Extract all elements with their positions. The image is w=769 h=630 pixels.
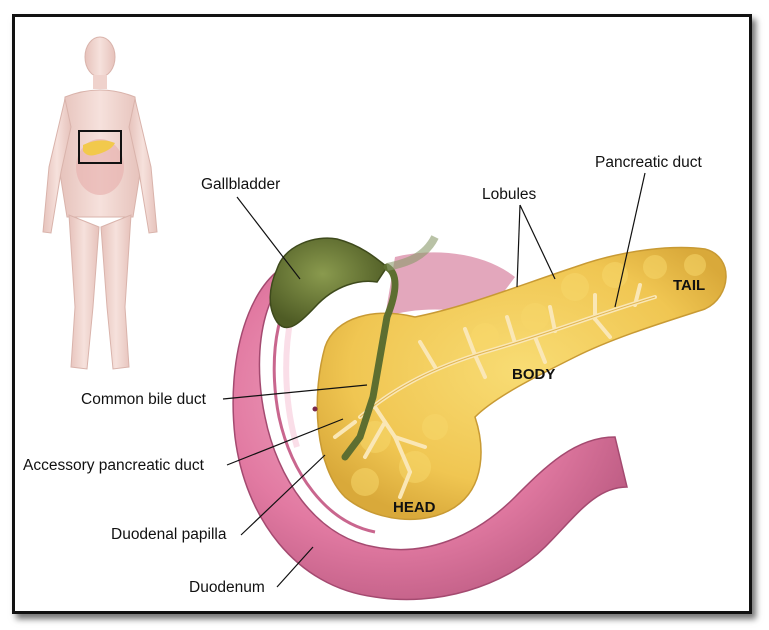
- label-duodenum: Duodenum: [189, 579, 265, 596]
- label-gallbladder: Gallbladder: [201, 176, 280, 193]
- leader-lobules-1: [516, 204, 521, 288]
- leader-lobules-2: [519, 204, 556, 280]
- region-head: HEAD: [393, 499, 436, 516]
- figure-head: [84, 36, 116, 78]
- leader-duodenal-papilla: [240, 454, 326, 536]
- leader-pancreatic-duct: [614, 172, 646, 308]
- figure-highlight-box: [78, 130, 122, 164]
- pancreas-anatomy-illustration: Gallbladder Lobules Pancreatic duct Comm…: [23, 36, 727, 601]
- duodenal-papilla-dot: [312, 406, 318, 412]
- hepatic-duct: [386, 235, 439, 271]
- common-bile-duct: [341, 263, 399, 461]
- leader-common-bile-duct: [222, 384, 368, 400]
- figure-pancreas: [83, 140, 115, 156]
- gallbladder: [269, 235, 439, 461]
- label-accessory-pancreatic-duct: Accessory pancreatic duct: [23, 457, 205, 474]
- diagram-frame: Gallbladder Lobules Pancreatic duct Comm…: [12, 14, 752, 614]
- leader-accessory-pancreatic-duct: [226, 418, 344, 466]
- region-body: BODY: [512, 366, 555, 383]
- figure-right-arm: [128, 98, 158, 234]
- leader-lines: [222, 172, 646, 588]
- figure-right-leg: [100, 214, 132, 370]
- leader-duodenum: [276, 546, 314, 588]
- label-lobules: Lobules: [482, 186, 537, 203]
- leader-gallbladder: [236, 196, 301, 280]
- region-tail: TAIL: [673, 277, 705, 294]
- figure-left-arm: [42, 98, 72, 234]
- figure-left-leg: [68, 214, 100, 370]
- label-duodenal-papilla: Duodenal papilla: [111, 526, 227, 543]
- label-common-bile-duct: Common bile duct: [81, 391, 207, 408]
- label-pancreatic-duct: Pancreatic duct: [595, 154, 703, 171]
- pancreas: [316, 246, 727, 521]
- human-figure-inset: [42, 36, 158, 370]
- figure-neck: [93, 75, 107, 89]
